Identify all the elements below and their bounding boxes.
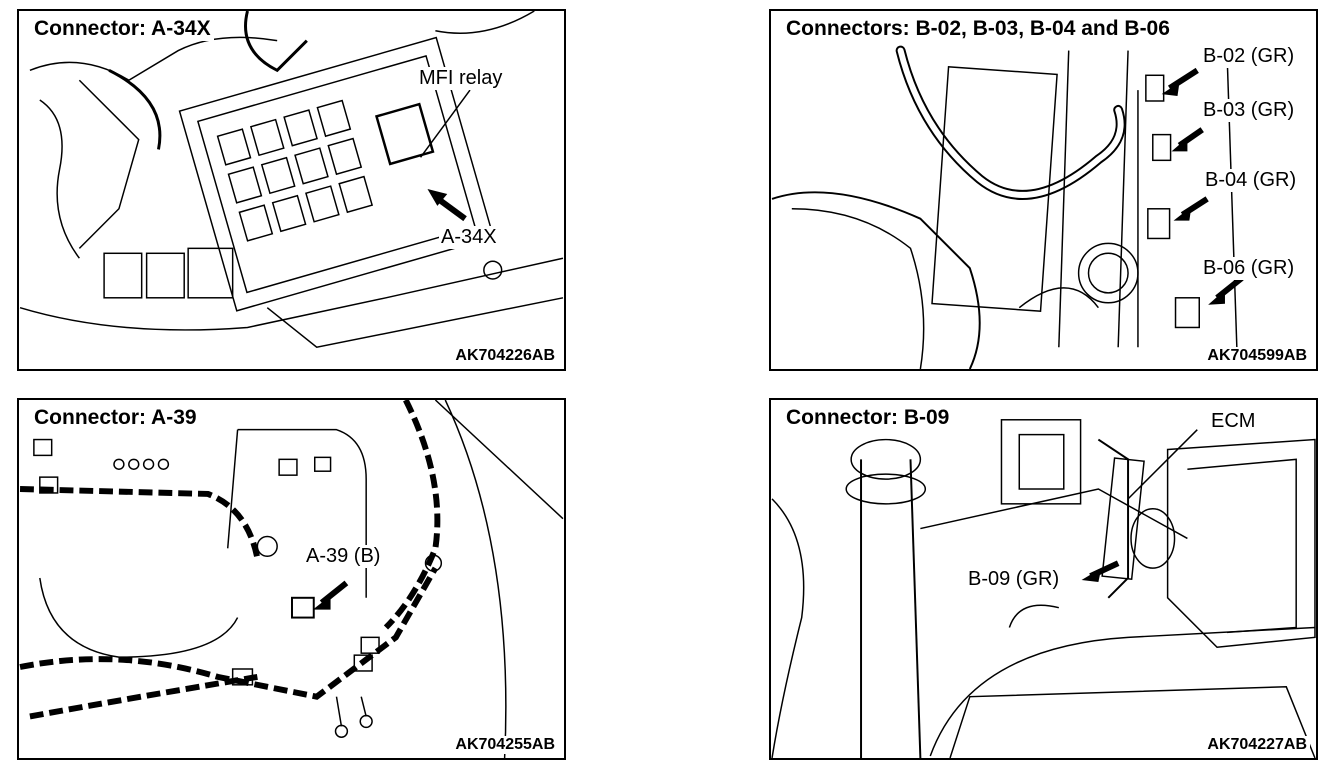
b09-connector-label: B-09 (GR) — [966, 568, 1062, 591]
figure-reference-code: AK704227AB — [1204, 736, 1310, 754]
panel-title: Connector: A-34X — [31, 17, 214, 41]
figure-reference-code: AK704226AB — [452, 347, 558, 365]
diagram-panel-b02-b06: Connectors: B-02, B-03, B-04 and B-06 B-… — [769, 9, 1318, 371]
panel-title: Connectors: B-02, B-03, B-04 and B-06 — [783, 17, 1173, 41]
figure-reference-code: AK704599AB — [1204, 347, 1310, 365]
figure-reference-code: AK704255AB — [452, 736, 558, 754]
a34x-connector-label: A-34X — [439, 226, 499, 249]
mfi-relay-label: MFI relay — [417, 67, 505, 90]
engine-bay-illustration-a39 — [19, 400, 564, 758]
panel-title: Connector: B-09 — [783, 406, 953, 430]
diagram-panel-b09: Connector: B-09 ECM B-09 (GR) AK704227AB — [769, 398, 1318, 760]
b06-connector-label: B-06 (GR) — [1201, 257, 1297, 280]
b02-connector-label: B-02 (GR) — [1201, 45, 1297, 68]
a39-connector-label: A-39 (B) — [304, 545, 383, 568]
engine-bay-illustration-b09 — [771, 419, 1316, 758]
ecm-label: ECM — [1209, 410, 1258, 433]
diagram-panel-a39: Connector: A-39 A-39 (B) AK704255AB — [17, 398, 566, 760]
engine-bay-illustration-a34x — [19, 11, 564, 349]
engine-bay-illustration-b02-b06 — [771, 45, 1244, 369]
diagram-panel-a34x: Connector: A-34X MFI relay A-34X AK70422… — [17, 9, 566, 371]
b03-connector-label: B-03 (GR) — [1201, 99, 1297, 122]
b04-connector-label: B-04 (GR) — [1203, 169, 1299, 192]
panel-title: Connector: A-39 — [31, 406, 200, 430]
